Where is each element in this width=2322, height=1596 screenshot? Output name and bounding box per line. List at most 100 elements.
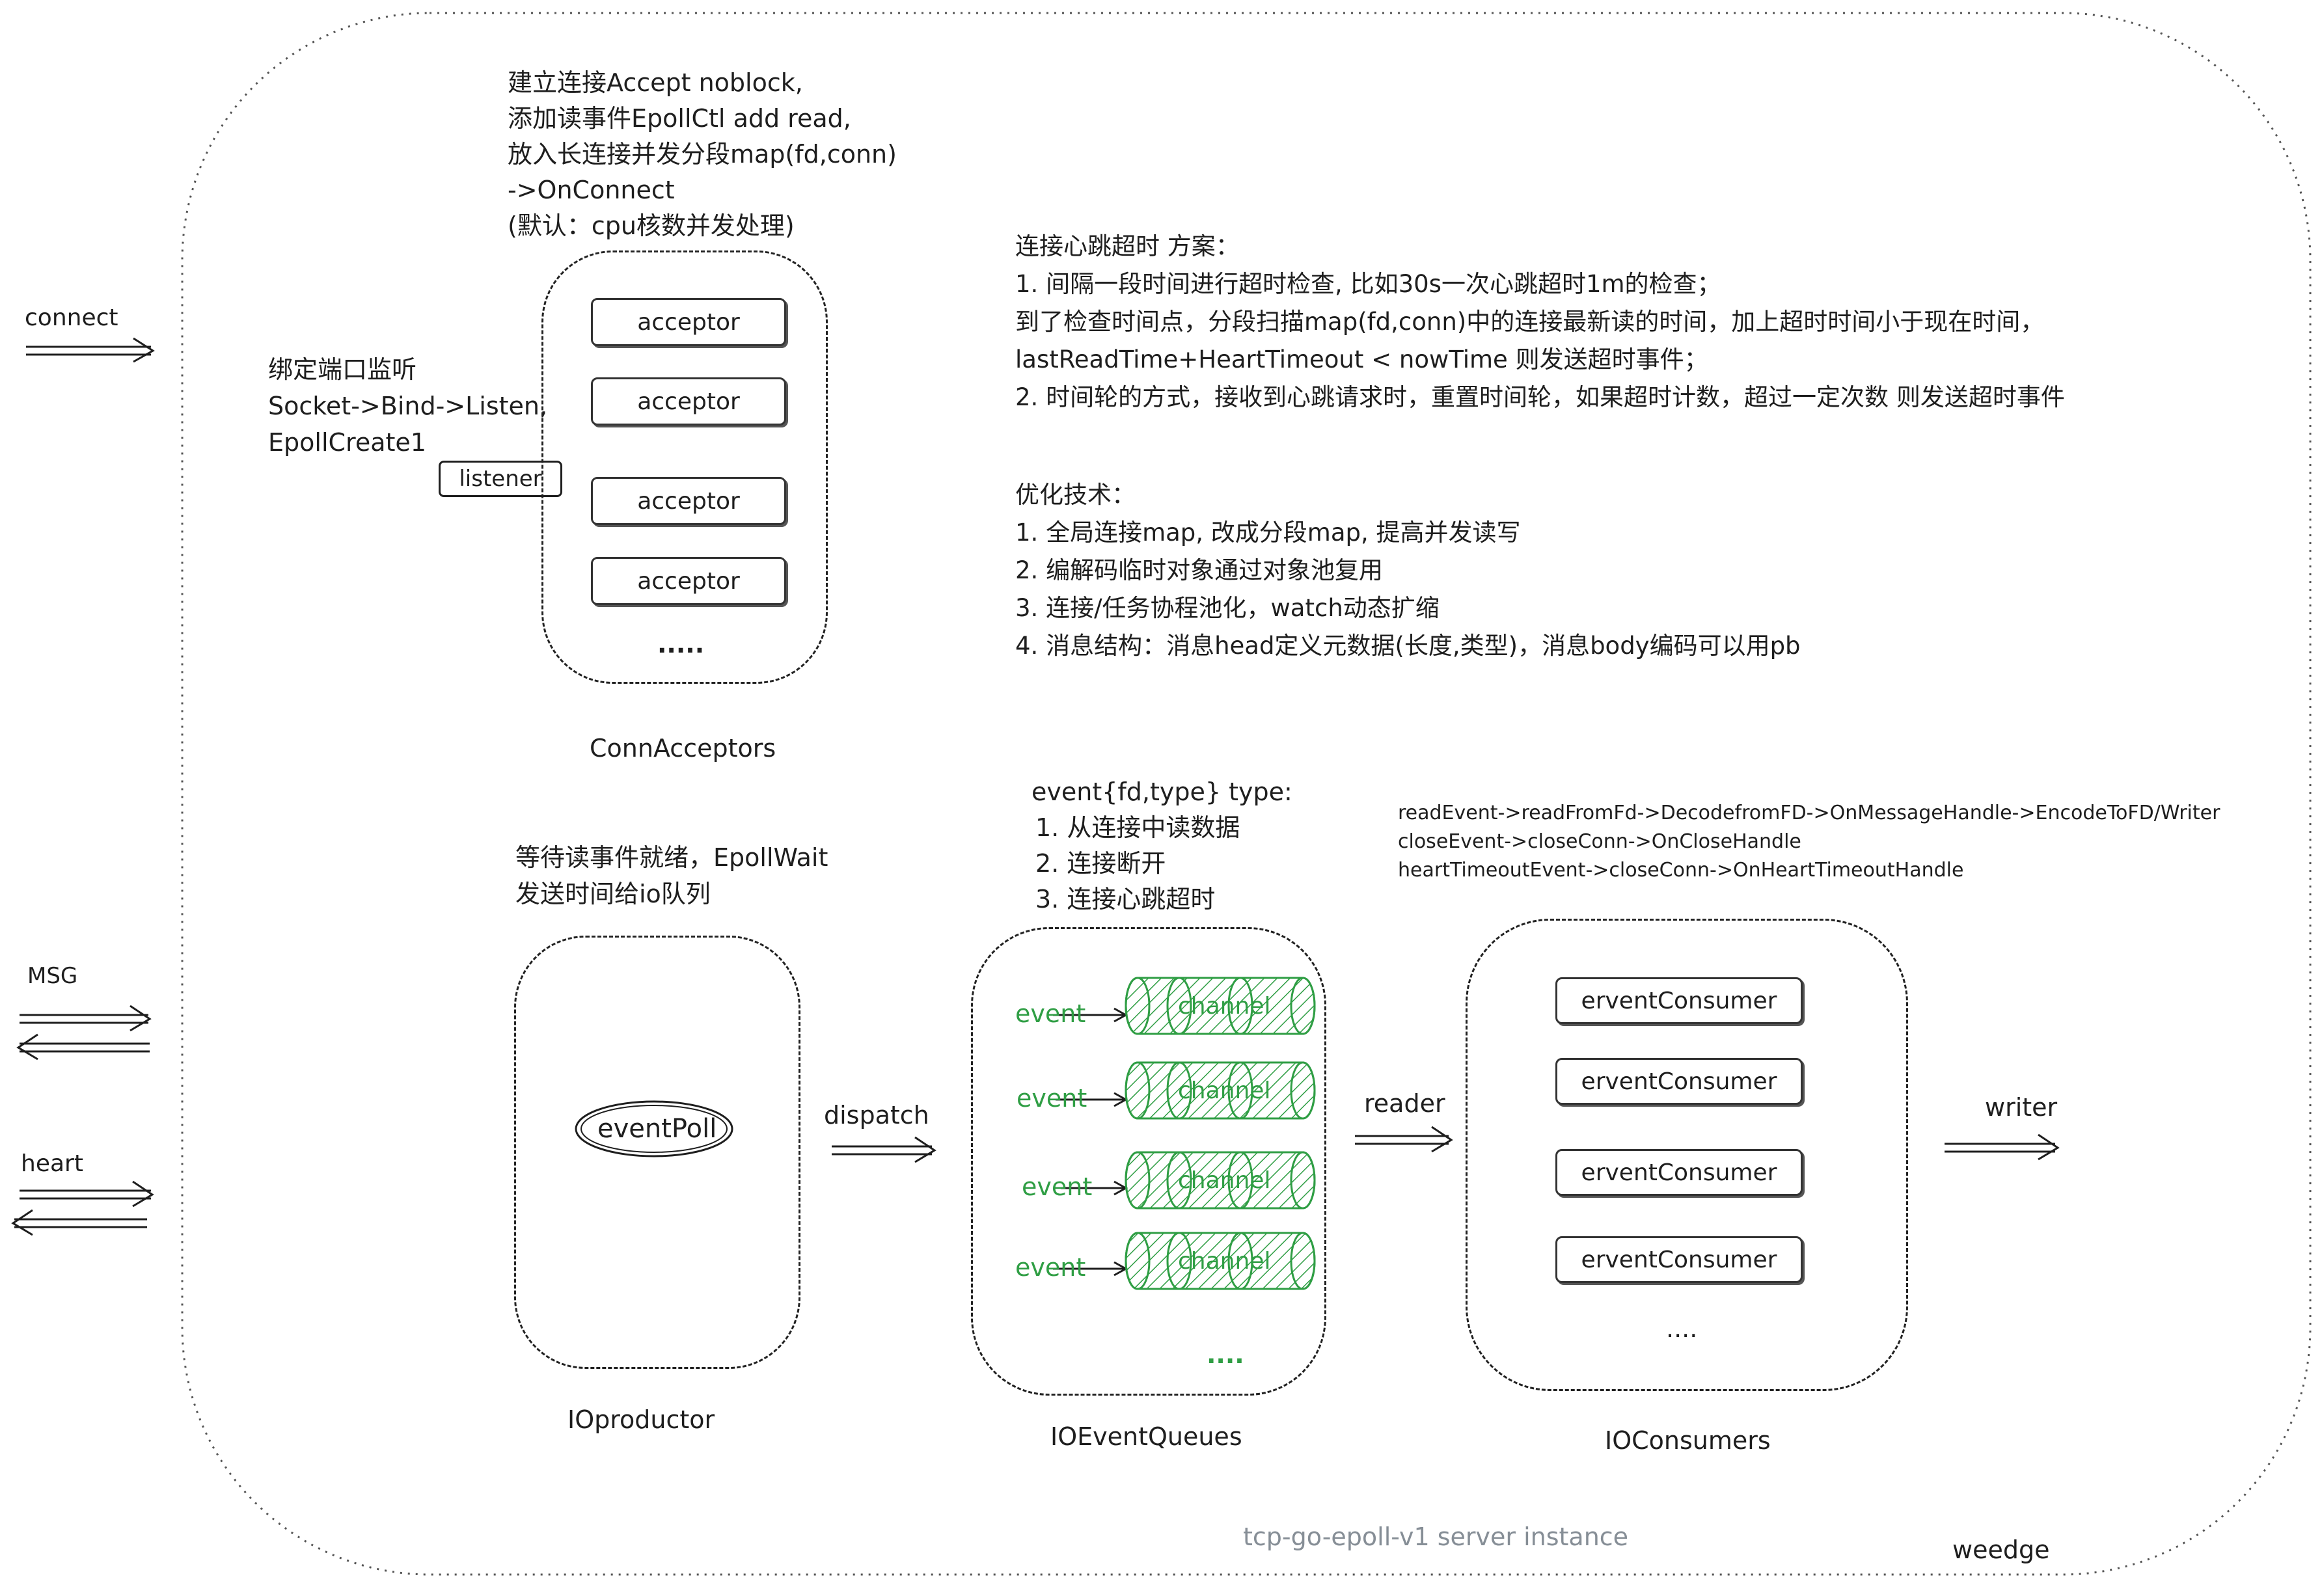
listen-note-line: EpollCreate1 [268,428,426,457]
channel-cylinder [1125,1061,1316,1120]
acceptor-label: acceptor [637,487,740,515]
msg-arrows [16,1005,152,1061]
heart-label: heart [21,1150,83,1177]
event-consumer-label: erventConsumer [1581,1068,1777,1095]
channel-segment-ring [1227,1232,1253,1290]
reader-label: reader [1364,1089,1445,1118]
acceptor-label: acceptor [637,567,740,595]
event-consumer-box[interactable]: erventConsumer [1555,1236,1803,1283]
event-note-line: 1. 从连接中读数据 [1035,813,1240,842]
acceptor-box[interactable]: acceptor [591,477,786,525]
listen-note-line: Socket->Bind->Listen, [268,392,548,420]
event-label: event [1022,1172,1093,1201]
eventpoll-label[interactable]: eventPoll [597,1114,717,1144]
event-consumer-box[interactable]: erventConsumer [1555,1058,1803,1105]
optimize-note-line: 1. 全局连接map, 改成分段map, 提高并发读写 [1015,519,1521,547]
event-label: event [1015,999,1086,1028]
conn-acceptors-title: ConnAcceptors [590,734,776,763]
acceptors-ellipsis: ..... [657,630,705,658]
dispatch-label: dispatch [824,1101,929,1129]
acceptor-box[interactable]: acceptor [591,557,786,605]
event-note: event{fd,type} type: 1. 从连接中读数据 2. 连接断开 … [1031,774,1292,917]
accept-note-line: ->OnConnect [508,176,675,204]
event-consumer-label: erventConsumer [1581,1246,1777,1273]
accept-note: 建立连接Accept noblock, 添加读事件EpollCtl add re… [508,65,897,244]
event-note-line: 3. 连接心跳超时 [1035,885,1216,913]
listen-note-line: 绑定端口监听 [268,355,417,384]
channel-segment-ring [1227,1061,1253,1120]
consumer-note-line: closeEvent->closeConn->OnCloseHandle [1398,830,1801,853]
producer-note-line: 等待读事件就绪，EpollWait [515,843,828,872]
dispatch-arrow [832,1136,936,1163]
accept-note-line: (默认：cpu核数并发处理) [508,211,795,240]
heart-arrows [11,1180,154,1236]
channel-segment-ring [1125,1151,1151,1210]
server-instance-frame [181,12,2312,1576]
channel-segment-ring [1166,1232,1192,1290]
optimize-note-line: 优化技术： [1015,481,1136,509]
writer-label: writer [1985,1093,2058,1122]
conn-acceptors-group [541,250,828,684]
accept-note-line: 放入长连接并发分段map(fd,conn) [508,140,897,169]
channel-label: channel [1178,1248,1271,1275]
channel-segment-ring [1290,1151,1316,1210]
io-producer-title: IOproductor [567,1405,715,1434]
channel-segment-ring [1166,1061,1192,1120]
channel-cylinders [1125,977,1316,1290]
channel-segment-ring [1290,1232,1316,1290]
event-consumer-label: erventConsumer [1581,987,1777,1014]
heartbeat-note-line: 1. 间隔一段时间进行超时检查, 比如30s一次心跳超时1m的检查； [1015,270,1721,298]
optimize-note-line: 2. 编解码临时对象通过对象池复用 [1015,556,1384,584]
channel-segment-ring [1166,1151,1192,1210]
consumer-note-line: readEvent->readFromFd->DecodefromFD->OnM… [1398,802,2220,824]
optimize-note-line: 3. 连接/任务协程池化，watch动态扩缩 [1015,594,1440,622]
event-consumer-box[interactable]: erventConsumer [1555,1149,1803,1196]
io-consumers-title: IOConsumers [1605,1426,1771,1455]
producer-note: 等待读事件就绪，EpollWait 发送时间给io队列 [515,839,828,912]
acceptor-label: acceptor [637,388,740,415]
heartbeat-note: 连接心跳超时 方案： 1. 间隔一段时间进行超时检查, 比如30s一次心跳超时1… [1015,228,2065,416]
queues-ellipsis: .... [1207,1340,1244,1369]
msg-label: MSG [27,963,78,989]
channel-cylinder [1125,1151,1316,1210]
channel-label: channel [1178,993,1271,1020]
event-note-line: event{fd,type} type: [1031,778,1292,806]
acceptor-box[interactable]: acceptor [591,298,786,346]
channel-label: channel [1178,1077,1271,1104]
listen-note: 绑定端口监听 Socket->Bind->Listen, EpollCreate… [268,351,547,461]
channel-segment-ring [1227,977,1253,1035]
connect-arrow [26,337,155,363]
event-consumer-label: erventConsumer [1581,1159,1777,1186]
eventpoll-ellipse [575,1100,733,1157]
acceptor-box[interactable]: acceptor [591,377,786,426]
optimize-note: 优化技术： 1. 全局连接map, 改成分段map, 提高并发读写 2. 编解码… [1015,476,1801,665]
consumer-note: readEvent->readFromFd->DecodefromFD->OnM… [1398,799,2220,885]
writer-arrow [1945,1133,2060,1161]
channel-segment-ring [1290,1061,1316,1120]
heartbeat-note-line: 到了检查时间点，分段扫描map(fd,conn)中的连接最新读的时间，加上超时时… [1015,308,2045,336]
heartbeat-note-line: 连接心跳超时 方案： [1015,232,1240,260]
listener-label: listener [459,466,542,492]
event-note-line: 2. 连接断开 [1035,849,1166,878]
channel-segment-ring [1125,1061,1151,1120]
server-instance-label: tcp-go-epoll-v1 server instance [1243,1522,1629,1551]
event-consumer-box[interactable]: erventConsumer [1555,977,1803,1024]
reader-arrow [1355,1126,1453,1153]
accept-note-line: 建立连接Accept noblock, [508,68,803,97]
event-label: event [1017,1084,1087,1113]
io-producer-group [514,936,800,1369]
channel-segment-ring [1125,977,1151,1035]
io-event-queues-title: IOEventQueues [1050,1422,1242,1451]
channel-label: channel [1178,1167,1271,1194]
heartbeat-note-line: lastReadTime+HeartTimeout < nowTime 则发送超… [1015,345,1708,373]
event-label: event [1015,1253,1086,1282]
accept-note-line: 添加读事件EpollCtl add read, [508,104,851,133]
producer-note-line: 发送时间给io队列 [515,880,711,908]
channel-cylinder [1125,1232,1316,1290]
consumer-note-line: heartTimeoutEvent->closeConn->OnHeartTim… [1398,859,1964,882]
channel-segment-ring [1227,1151,1253,1210]
channel-segment-ring [1125,1232,1151,1290]
event-to-channel-arrows [1053,1007,1128,1277]
connect-label: connect [25,304,118,331]
